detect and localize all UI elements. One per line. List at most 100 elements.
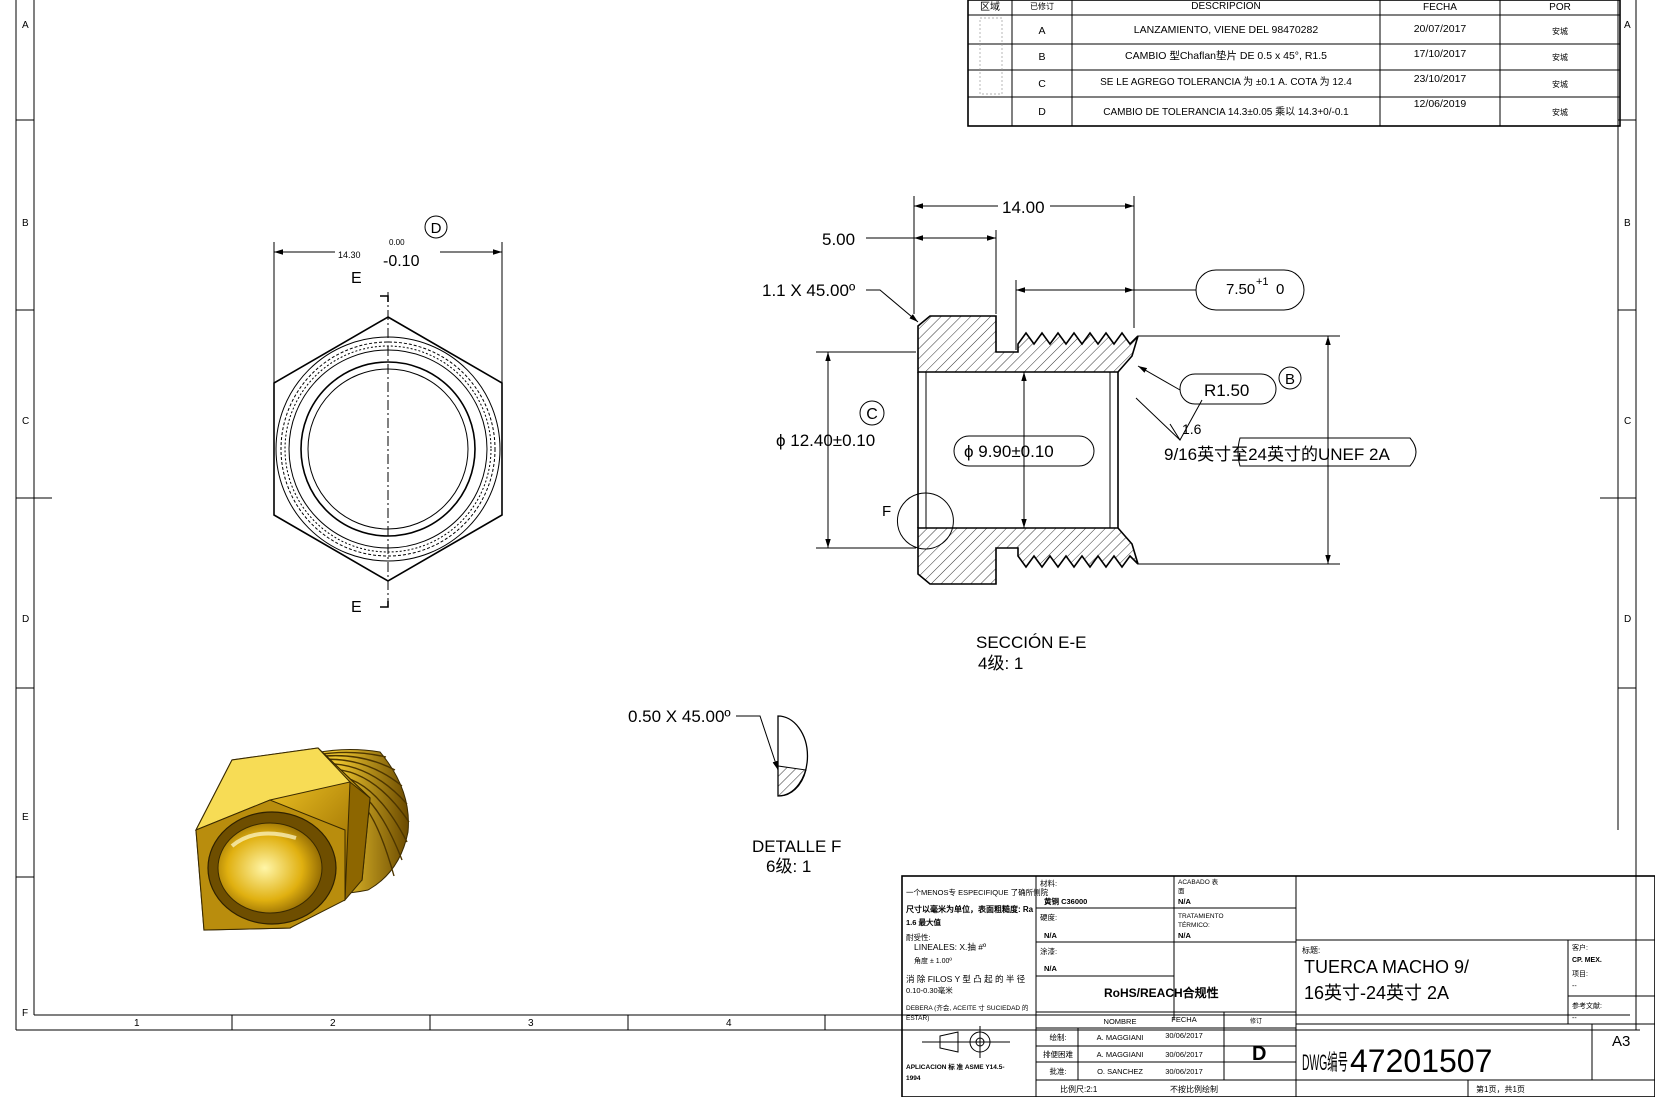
dim-overall-length: 14.00 <box>1002 198 1045 217</box>
tb-tol-linear: LINEALES: X.抽 #º <box>914 942 986 952</box>
tb-dwg-number: 47201507 <box>1350 1043 1492 1079</box>
zone-left-a: A <box>22 20 29 31</box>
tb-heat-value: N/A <box>1178 931 1192 940</box>
section-title: SECCIÓN E-E <box>976 633 1087 652</box>
dim-radius: R1.50 <box>1204 381 1249 400</box>
detail-title: DETALLE F <box>752 837 841 856</box>
rev-row-c-rev: C <box>1038 78 1046 90</box>
rev-header-by: POR <box>1549 2 1571 13</box>
thread-spec: 9/16英寸至24英寸的UNEF 2A <box>1164 445 1390 464</box>
zone-right-b: B <box>1624 218 1631 229</box>
tb-client-label: 客户: <box>1572 943 1588 952</box>
tb-rohs: RoHS/REACH合规性 <box>1104 985 1219 1000</box>
rev-row-d-date: 12/06/2019 <box>1414 98 1467 110</box>
tb-sheet: 第1页，共1页 <box>1476 1084 1525 1094</box>
zone-right-a: A <box>1624 20 1631 31</box>
tb-ref-value: -- <box>1572 1015 1577 1022</box>
tb-revision: D <box>1252 1043 1266 1065</box>
tb-coating-label: 涂漆: <box>1040 946 1057 956</box>
zone-bottom-2: 2 <box>330 1018 336 1029</box>
section-marker-top: E <box>351 270 362 287</box>
rev-row-c-date: 23/10/2017 <box>1414 73 1467 85</box>
tb-burr-note1: 消 除 FILOS Y 型 凸 起 的 半 径 <box>906 974 1026 984</box>
dim-radius-box <box>1179 373 1277 405</box>
tb-approved-label: 批准: <box>1049 1066 1066 1076</box>
tb-drawn-label: 绘制: <box>1049 1032 1066 1042</box>
tb-approved-date: 30/06/2017 <box>1165 1067 1203 1076</box>
zone-bottom-1: 1 <box>134 1018 140 1029</box>
zone-left-f: F <box>22 1008 28 1019</box>
rev-row-a-date: 20/07/2017 <box>1414 23 1467 35</box>
hex-width-nominal: 14.30 <box>338 250 361 260</box>
detail-view: 0.50 X 45.00º DETALLE F 6级: 1 <box>628 707 841 876</box>
dim-inner-diameter-box <box>953 435 1095 467</box>
detail-marker-f: F <box>882 503 891 520</box>
tb-no-scale: 不按比例绘制 <box>1170 1084 1218 1094</box>
tb-hardness-label: 硬度: <box>1040 912 1057 922</box>
detail-chamfer: 0.50 X 45.00º <box>628 707 731 726</box>
section-scale: 4级: 1 <box>978 654 1023 673</box>
rev-bubble-c: C <box>866 406 878 423</box>
tb-coating-value: N/A <box>1044 964 1058 973</box>
tb-dwg-prefix: DWG编号 <box>1302 1050 1348 1075</box>
rev-row-d-by: 安城 <box>1552 107 1568 117</box>
zone-left-c: C <box>22 416 29 427</box>
tb-date-header: FECHA <box>1171 1015 1196 1024</box>
tb-hardness-value: N/A <box>1044 931 1058 940</box>
rev-row-b-rev: B <box>1038 51 1045 63</box>
rev-row-d-desc: CAMBIO DE TOLERANCIA 14.3±0.05 乘以 14.3+0… <box>1103 106 1349 118</box>
rev-row-c-by: 安城 <box>1552 79 1568 89</box>
front-view: E E 14.30 0.00 -0.10 D <box>273 215 503 616</box>
title-block: 一个MENOS专 ESPECIFIQUE 了确所侧院 尺寸以毫米为单位，表面粗糙… <box>901 875 1655 1097</box>
sheet-border <box>15 0 1640 1031</box>
rev-header-desc: DESCRIPCION <box>1191 1 1260 12</box>
tb-heat-label: TRATAMIENTO <box>1178 913 1224 920</box>
tb-application2: 1994 <box>906 1075 921 1082</box>
rev-row-a-by: 安城 <box>1552 26 1568 36</box>
rev-header-rev: 已修订 <box>1030 1 1054 11</box>
zone-left-e: E <box>22 812 29 823</box>
tb-checked-label: 排便困难 <box>1043 1049 1073 1059</box>
tb-scale: 比例尺:2:1 <box>1060 1084 1098 1094</box>
zone-labels: A B C D E F A B C D 1 2 3 4 <box>22 20 1631 1029</box>
zone-bottom-4: 4 <box>726 1018 732 1029</box>
tb-finish-label2: 面 <box>1178 887 1185 895</box>
dim-outer-diameter: ϕ 12.40±0.10 <box>776 431 875 450</box>
tb-project-label: 项目: <box>1572 970 1588 978</box>
rev-row-b-by: 安城 <box>1552 52 1568 62</box>
tb-title-line2: 16英寸-24英寸 2A <box>1304 983 1449 1003</box>
tb-heat-label2: TÉRMICO: <box>1178 920 1210 929</box>
dim-thread-length-box <box>1195 269 1305 311</box>
tb-material-label: 材料: <box>1040 878 1057 888</box>
rev-row-b-desc: CAMBIO 型Chaflan垫片 DE 0.5 x 45°, R1.5 <box>1125 49 1327 62</box>
section-marker-bottom: E <box>351 599 362 616</box>
rev-header-zone: 区域 <box>980 0 1000 13</box>
section-view: 14.00 5.00 7.50 +1 0 1.1 X 45.00º ϕ 12.4… <box>762 196 1417 673</box>
detail-scale: 6级: 1 <box>766 857 811 876</box>
rev-row-c-desc: SE LE AGREGO TOLERANCIA 为 ±0.1 A. COTA 为… <box>1100 76 1352 88</box>
tb-approved-name: O. SANCHEZ <box>1097 1067 1143 1076</box>
dim-thread-length-tol-upper: +1 <box>1256 276 1269 288</box>
tb-units-line2: 1.6 最大值 <box>906 917 942 927</box>
tb-ref-label: 参考文献: <box>1572 1001 1602 1010</box>
tb-oil-note1: DEBERA (齐会, ACEITE 寸 SUCIEDAD 的 <box>906 1003 1029 1012</box>
zone-left-b: B <box>22 218 29 229</box>
tb-material-value: 黄铜 C36000 <box>1044 896 1087 906</box>
hex-width-tol-upper: 0.00 <box>389 238 405 247</box>
tb-burr-note2: 0.10-0.30毫米 <box>906 985 953 995</box>
zone-left-d: D <box>22 614 29 625</box>
dim-thread-length-tol-lower: 0 <box>1276 281 1284 298</box>
tb-size: A3 <box>1612 1033 1630 1050</box>
tb-name-header: NOMBRE <box>1104 1017 1137 1026</box>
projection-symbol <box>922 1026 1010 1058</box>
dim-flange-length: 5.00 <box>822 230 855 249</box>
rev-bubble-b: B <box>1285 371 1295 388</box>
rev-row-a-rev: A <box>1038 25 1045 37</box>
rev-row-b-date: 17/10/2017 <box>1414 48 1467 60</box>
tb-units-line: 尺寸以毫米为单位，表面粗糙度: Ra <box>906 904 1034 914</box>
tb-drawn-name: A. MAGGIANI <box>1097 1033 1144 1042</box>
hex-width-tol-lower: -0.10 <box>383 253 420 270</box>
zone-bottom-3: 3 <box>528 1018 534 1029</box>
tb-checked-name: A. MAGGIANI <box>1097 1050 1144 1059</box>
